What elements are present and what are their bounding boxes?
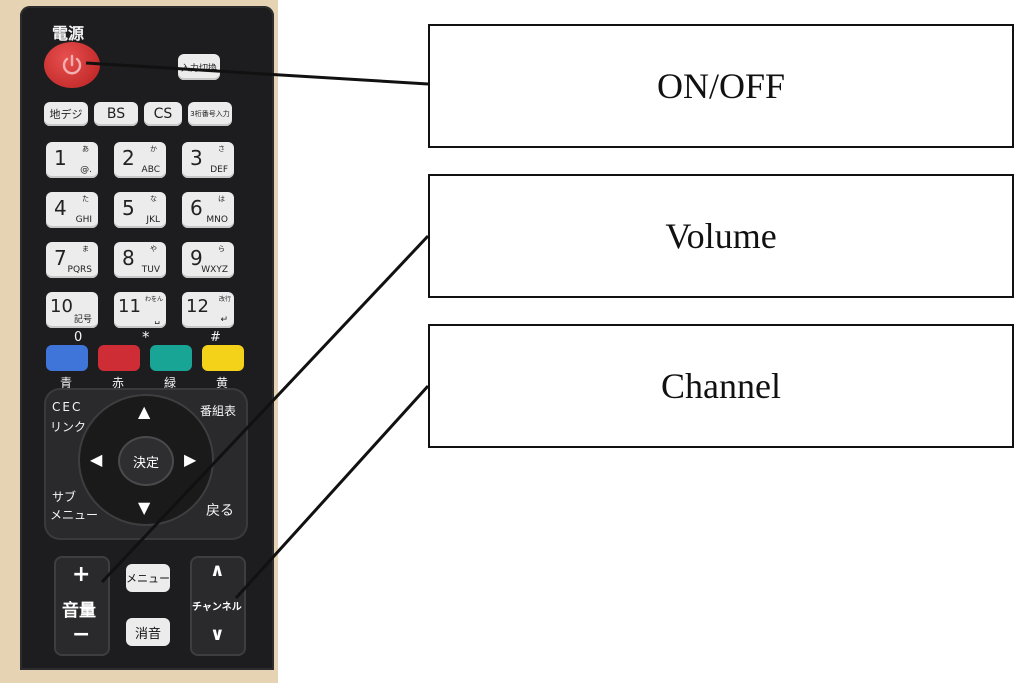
green-key-mark: * (142, 328, 150, 346)
onoff-callout: ON/OFF (428, 24, 1014, 148)
sub-menu-button[interactable]: サブ (52, 490, 77, 504)
yellow-label: 黄 (216, 376, 229, 390)
green-color-button[interactable] (150, 345, 192, 371)
blue-color-button[interactable] (46, 345, 88, 371)
blue-label: 青 (60, 376, 73, 390)
power-label: 電源 (52, 24, 85, 43)
terrestrial-digital-button[interactable]: 地デジ (44, 102, 88, 126)
power-icon (62, 54, 82, 75)
onoff-leader-line (85, 61, 429, 86)
enter-button[interactable]: 決定 (120, 438, 172, 484)
green-label: 緑 (164, 376, 177, 390)
arrow-down-icon[interactable]: ▼ (138, 498, 151, 517)
channel-leader-line (234, 384, 430, 600)
program-guide-button[interactable]: 番組表 (200, 404, 237, 418)
channel-callout: Channel (428, 324, 1014, 448)
channel-down-icon[interactable]: ∨ (210, 624, 225, 645)
volume-callout: Volume (428, 174, 1014, 298)
channel-rocker[interactable]: ∧ チャンネル ∨ (190, 556, 246, 656)
mute-button[interactable]: 消音 (126, 618, 170, 646)
volume-rocker[interactable]: + 音量 − (54, 556, 110, 656)
sub-menu-label: メニュー (50, 508, 99, 522)
back-button[interactable]: 戻る (206, 503, 234, 519)
power-button[interactable] (44, 42, 100, 88)
menu-button[interactable]: メニュー (126, 564, 170, 592)
volume-leader-line (100, 234, 430, 584)
channel-label: チャンネル (192, 602, 242, 613)
cs-button[interactable]: CS (144, 102, 182, 126)
volume-up-icon[interactable]: + (72, 562, 91, 587)
bs-button[interactable]: BS (94, 102, 138, 126)
volume-label: 音量 (62, 601, 96, 621)
cec-link-button[interactable]: CEC (52, 400, 83, 414)
blue-key-mark: 0 (74, 330, 83, 345)
red-color-button[interactable] (98, 345, 140, 371)
cec-link-label: リンク (50, 420, 87, 434)
yellow-key-mark: # (210, 330, 221, 345)
yellow-color-button[interactable] (202, 345, 244, 371)
three-digit-input-button[interactable]: 3桁番号入力 (188, 102, 232, 126)
arrow-right-icon[interactable]: ▶ (184, 450, 197, 469)
red-label: 赤 (112, 376, 125, 390)
volume-down-icon[interactable]: − (72, 622, 91, 647)
arrow-left-icon[interactable]: ◀ (90, 450, 103, 469)
arrow-up-icon[interactable]: ▲ (138, 402, 151, 421)
channel-up-icon[interactable]: ∧ (210, 560, 225, 581)
